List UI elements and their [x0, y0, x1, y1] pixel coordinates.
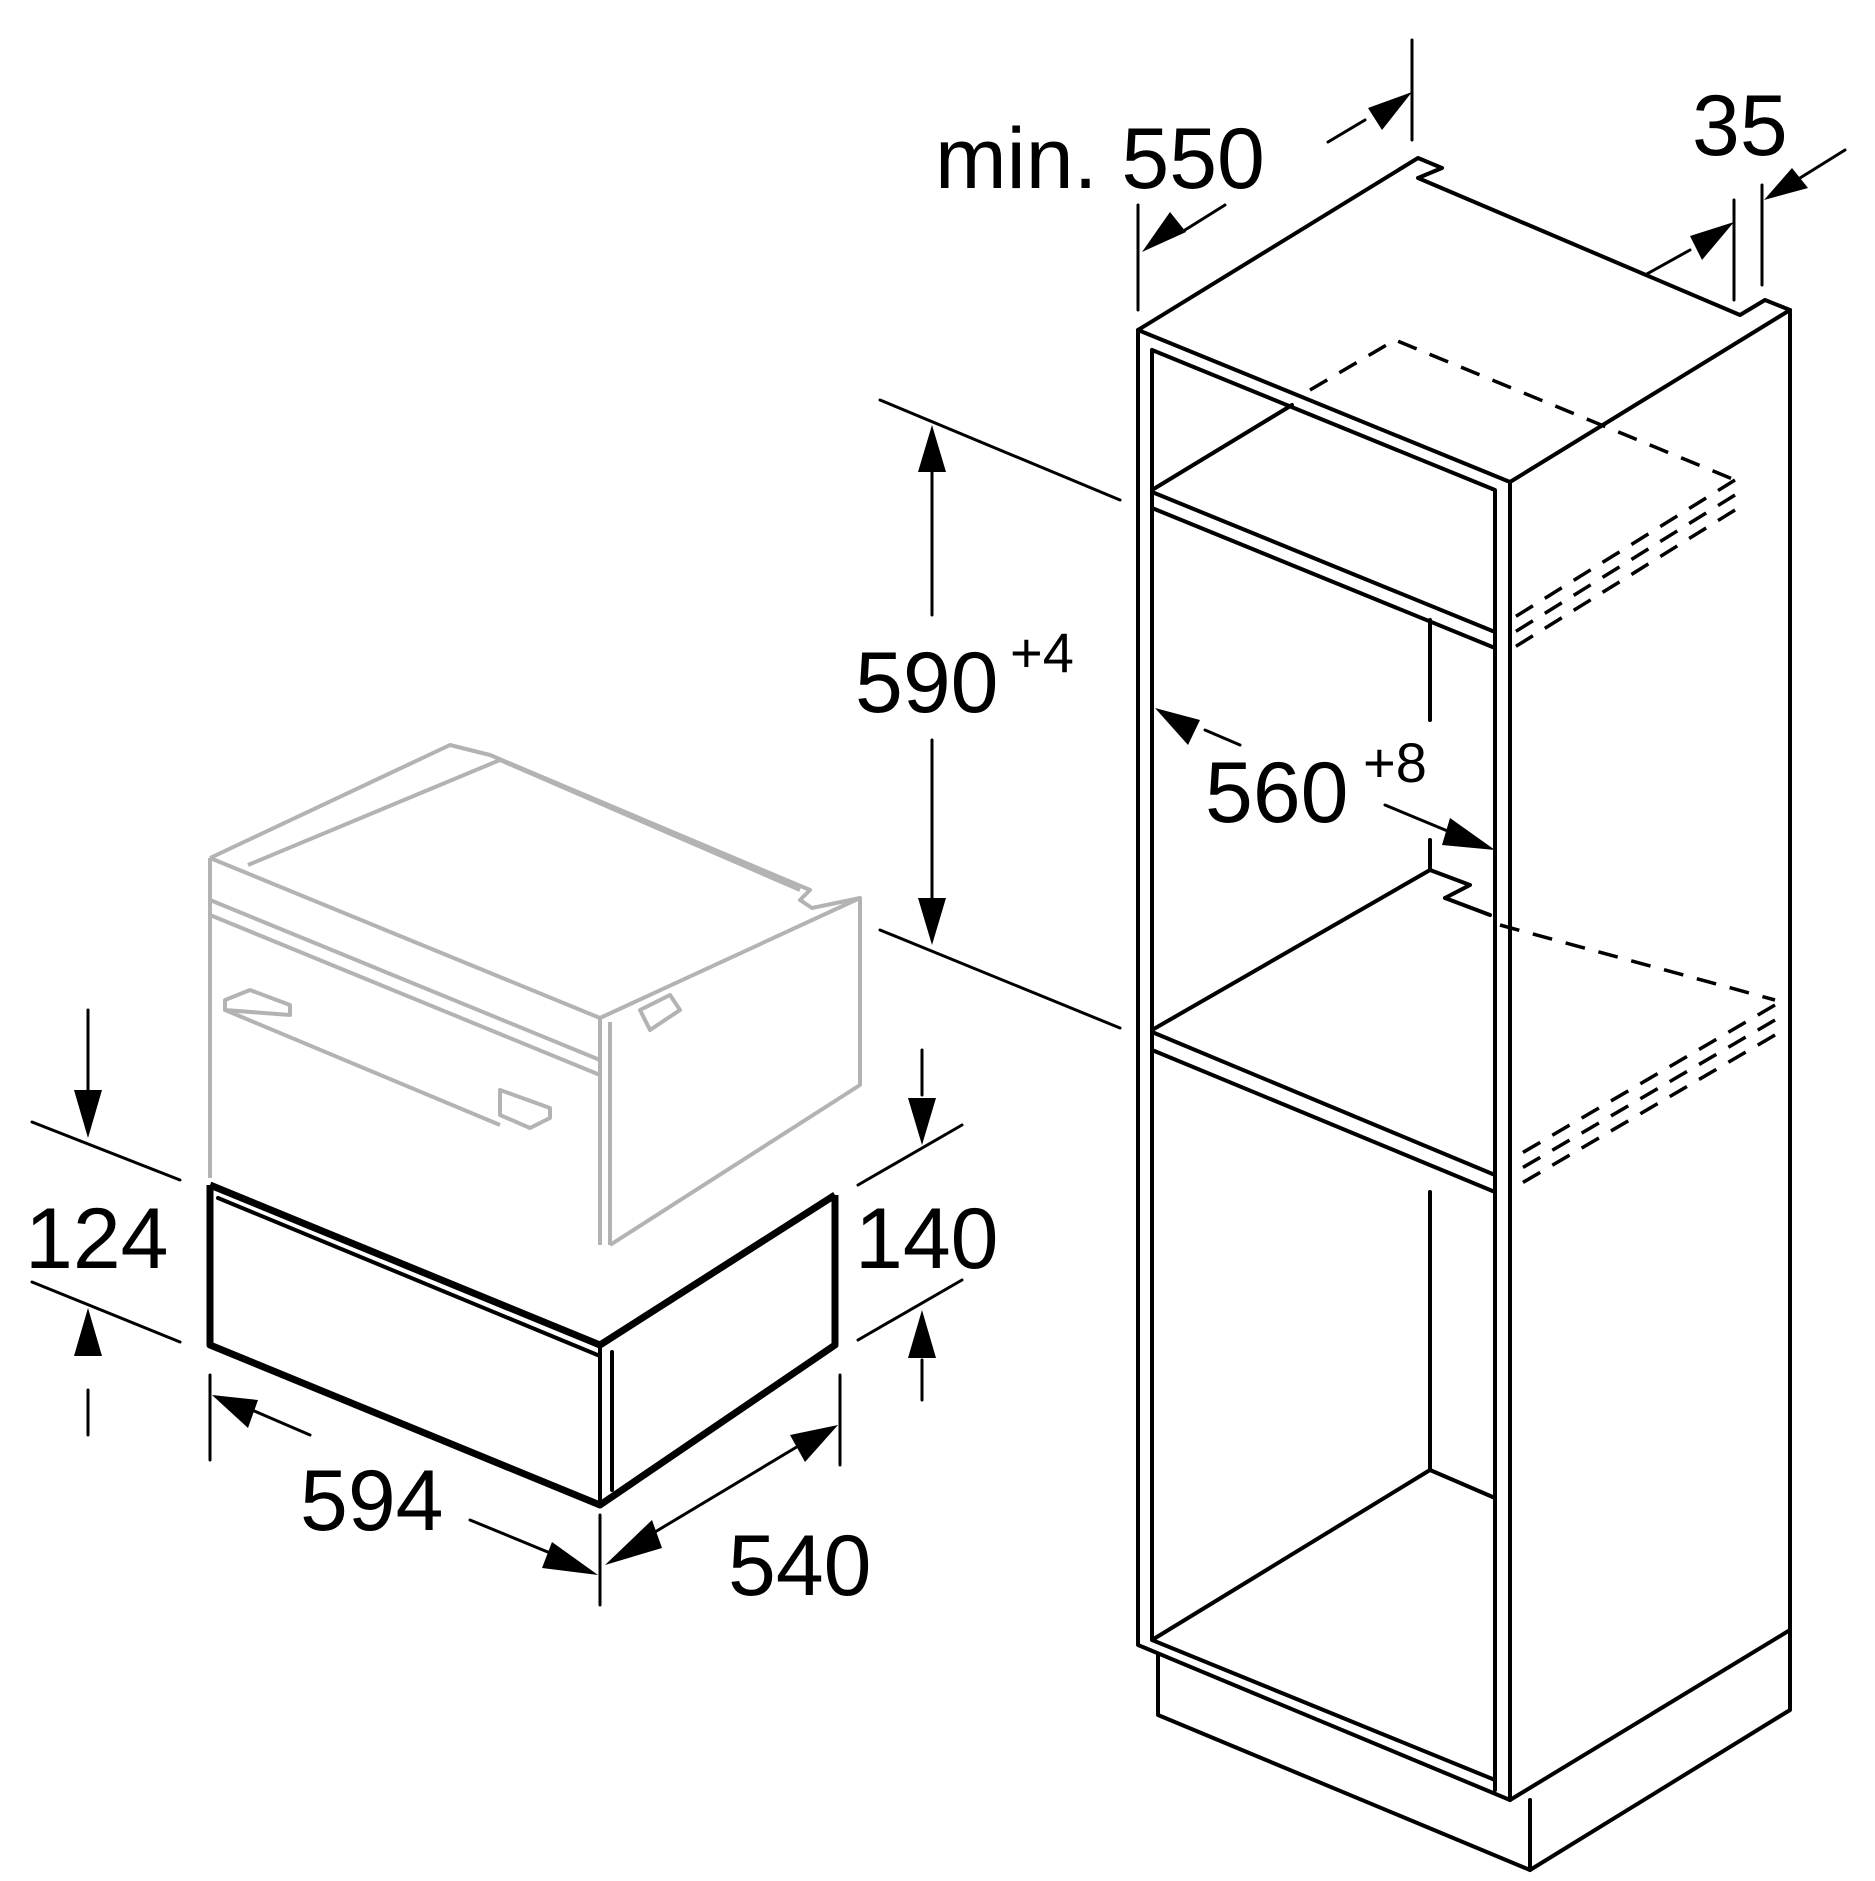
- drawer-front-height-label: 124: [25, 1191, 169, 1287]
- niche-height-tolerance: +4: [1010, 621, 1074, 684]
- niche-width-tolerance: +8: [1363, 731, 1427, 794]
- compact-appliance: [208, 743, 862, 1247]
- warming-drawer: [206, 1181, 839, 1509]
- niche-width-label: 560: [1205, 745, 1349, 841]
- drawer-body-height-label: 140: [855, 1191, 999, 1287]
- drawer-depth-label: 540: [728, 1518, 872, 1614]
- tall-cabinet: [1136, 156, 1792, 1872]
- niche-height-label: 590: [855, 635, 999, 731]
- depth-min-label: min. 550: [935, 111, 1265, 207]
- dimension-lines: [30, 38, 1847, 1607]
- drawer-width-label: 594: [300, 1453, 444, 1549]
- back-gap-label: 35: [1692, 78, 1788, 174]
